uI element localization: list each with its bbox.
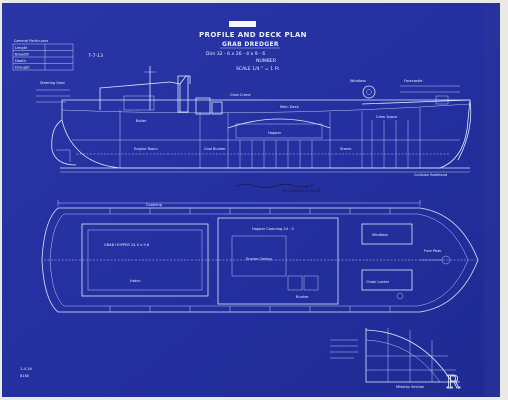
profile-label-coal-bunker: Coal Bunker — [204, 147, 226, 151]
profile-label-forecastle: Forecastle — [404, 79, 423, 83]
particulars-row-1: Length — [15, 46, 27, 50]
title-line-1: PROFILE AND DECK PLAN — [199, 31, 307, 39]
midship-section: Midship Section — [330, 328, 460, 389]
plan-label-grab-hopper: GRAB HOPPER 24.0 x 9.6 — [104, 243, 150, 247]
plan-label-windlass: Windlass — [372, 233, 388, 237]
deck-plan: GRAB HOPPER 24.0 x 9.6 Coaming Hopper Co… — [41, 200, 479, 313]
profile-label-steering-gear: Steering Gear — [40, 81, 65, 85]
midship-section-caption: Midship Section — [396, 385, 424, 389]
particulars-row-4: Draught — [15, 66, 30, 70]
particulars-table: General Particulars Length Breadth Depth… — [12, 39, 103, 71]
bottom-left-note-1: 1-4-16 — [20, 367, 32, 371]
blueprint-field — [2, 3, 500, 397]
profile-label-boiler: Boiler — [136, 119, 147, 123]
plan-label-engine-casing: Engine Casing — [246, 257, 272, 261]
profile-label-main-deck: Main Deck — [280, 105, 300, 109]
plan-label-hatch: Hatch — [130, 279, 141, 283]
archive-stamp: R — [446, 372, 461, 394]
particulars-heading: General Particulars — [14, 39, 48, 43]
title-block: PROFILE AND DECK PLAN GRAB DREDGER Dim 3… — [199, 21, 307, 72]
plan-label-coaming: Coaming — [146, 203, 162, 207]
title-dimensions: Dim 32 - 6 x 26 - 4 x 9 - 6 — [206, 51, 265, 57]
handwritten-note-text: no ceiling in hold — [282, 189, 321, 194]
profile-view: Boiler Engine Room Hopper Grab Crane For… — [36, 66, 472, 177]
profile-label-stores: Stores — [340, 147, 351, 151]
plan-label-hopper-coaming: Hopper Coaming 24 - 0 — [252, 227, 295, 231]
profile-label-hopper: Hopper — [268, 131, 282, 135]
plan-label-fore-peak: Fore Peak — [424, 249, 442, 253]
title-scale: SCALE 1/4 ” = 1 Ft — [236, 66, 279, 72]
bottom-left-note-2: 8160 — [20, 374, 30, 378]
profile-label-grab-crane: Grab Crane — [230, 93, 251, 97]
title-line-2: GRAB DREDGER — [222, 41, 279, 48]
drawing-date: 7-7-13 — [88, 53, 103, 59]
profile-label-crew-space: Crew Space — [376, 115, 398, 119]
profile-label-windlass: Windlass — [350, 79, 366, 83]
particulars-row-2: Breadth — [15, 53, 29, 57]
handwritten-note: no ceiling in hold — [235, 184, 321, 194]
title-number: NUMBER — [256, 58, 277, 64]
profile-label-engine-room: Engine Room — [134, 147, 158, 151]
stamp-letter: R — [446, 372, 460, 393]
plan-label-bunker: Bunker — [296, 295, 309, 299]
plan-label-chain-locker: Chain Locker — [366, 280, 390, 284]
profile-label-collision-bulkhead: Collision Bulkhead — [414, 173, 447, 177]
particulars-row-3: Depth — [15, 59, 26, 63]
